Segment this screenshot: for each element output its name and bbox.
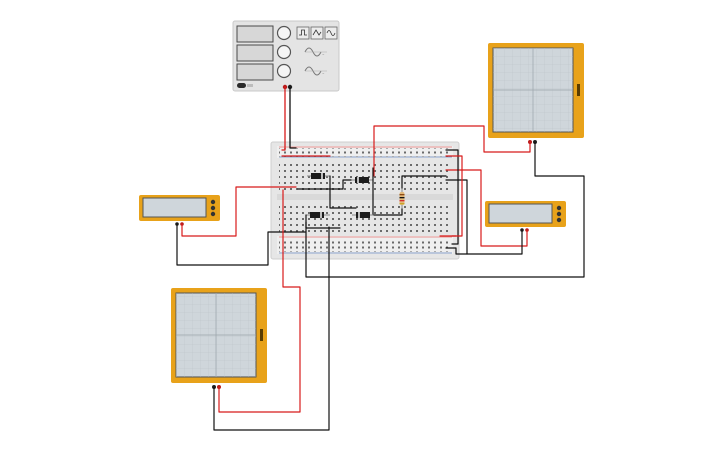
function-generator-displays bbox=[236, 25, 274, 81]
frequency-display bbox=[236, 25, 274, 43]
amplitude-display bbox=[236, 44, 274, 62]
wire-red-scope-right[interactable] bbox=[373, 125, 531, 177]
diode-d3[interactable] bbox=[306, 212, 330, 218]
multimeter-left[interactable] bbox=[139, 195, 220, 226]
multimeter-right[interactable] bbox=[485, 201, 566, 232]
multimeter-terminal-icon bbox=[210, 199, 216, 205]
wire-black-generator[interactable] bbox=[289, 86, 297, 149]
function-generator-knobs[interactable] bbox=[276, 25, 292, 79]
power-switch-icon[interactable] bbox=[237, 83, 246, 88]
multimeter-terminal-icon bbox=[210, 205, 216, 211]
wire-black-scope-left[interactable] bbox=[213, 226, 330, 431]
breadboard[interactable] bbox=[270, 141, 460, 260]
power-switch[interactable] bbox=[237, 83, 253, 88]
oscilloscope-top-right[interactable] bbox=[488, 43, 584, 144]
wire-red-multimeter-right[interactable] bbox=[445, 169, 528, 247]
oscilloscope-bottom-left[interactable] bbox=[171, 288, 267, 389]
function-generator[interactable]: ~ ~ bbox=[232, 20, 340, 92]
wire-red-scope-left[interactable] bbox=[218, 189, 301, 413]
wire-black-internal-7[interactable] bbox=[445, 149, 459, 245]
frequency-knob[interactable] bbox=[276, 25, 292, 41]
multimeter-display bbox=[142, 197, 207, 218]
multimeter-terminal-icon bbox=[556, 211, 562, 217]
oscilloscope-brand-icon bbox=[260, 329, 263, 341]
wire-black-multimeter-left[interactable] bbox=[176, 223, 306, 266]
multimeter-display bbox=[488, 203, 553, 224]
bottom-power-rail[interactable] bbox=[279, 239, 451, 252]
triangle-wave-button[interactable] bbox=[310, 26, 324, 40]
top-power-rail[interactable] bbox=[279, 148, 451, 157]
wire-red-multimeter-left[interactable] bbox=[181, 186, 297, 237]
oscilloscope-brand-icon bbox=[577, 84, 580, 96]
wires[interactable] bbox=[176, 86, 585, 431]
waveform-buttons[interactable] bbox=[296, 26, 338, 40]
wire-black-internal-1[interactable] bbox=[329, 175, 357, 209]
triangle-wave-icon bbox=[312, 29, 322, 36]
wire-black-internal-4[interactable] bbox=[297, 179, 352, 190]
multimeter-terminal-icon bbox=[556, 205, 562, 211]
amplitude-knob[interactable] bbox=[276, 44, 292, 60]
resistor-r1[interactable] bbox=[399, 188, 405, 209]
wire-red-internal-1[interactable] bbox=[445, 155, 463, 237]
wire-red-generator[interactable] bbox=[281, 86, 286, 151]
svg-text:~: ~ bbox=[322, 52, 325, 56]
square-wave-icon bbox=[299, 29, 307, 36]
offset-knob[interactable] bbox=[276, 63, 292, 79]
square-wave-button[interactable] bbox=[296, 26, 310, 40]
svg-text:~: ~ bbox=[322, 71, 325, 75]
waveform-preview-icons: ~ ~ bbox=[304, 47, 327, 76]
wire-black-internal-6[interactable] bbox=[401, 175, 447, 189]
diode-d4[interactable] bbox=[352, 212, 374, 218]
multimeter-terminal-icon bbox=[556, 217, 562, 223]
wire-black-internal-3[interactable] bbox=[373, 208, 403, 216]
wire-black-internal-5[interactable] bbox=[305, 214, 341, 229]
offset-display bbox=[236, 63, 274, 81]
diode-d1[interactable] bbox=[307, 173, 330, 179]
wire-black-scope-right[interactable] bbox=[305, 141, 585, 278]
multimeter-terminal-icon bbox=[210, 211, 216, 217]
diode-d2[interactable] bbox=[351, 177, 373, 183]
sine-wave-icon bbox=[326, 30, 336, 36]
wire-black-internal-8[interactable] bbox=[445, 247, 468, 255]
